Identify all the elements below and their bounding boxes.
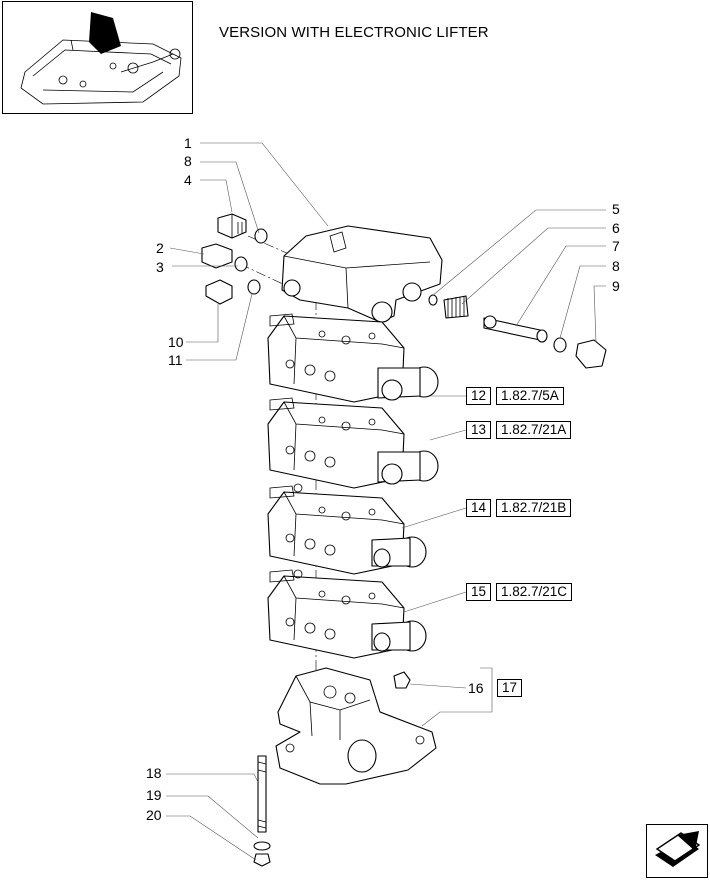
- stud-washer-nut: [253, 755, 271, 867]
- ref-number-12[interactable]: 12: [466, 387, 492, 405]
- callout-8-left: 8: [184, 153, 192, 169]
- valve-body-part: [281, 225, 443, 323]
- spool-section-4: [267, 569, 427, 659]
- callout-1: 1: [184, 135, 192, 151]
- page-title: VERSION WITH ELECTRONIC LIFTER: [219, 24, 489, 41]
- callout-7: 7: [612, 238, 620, 254]
- ref-number-17[interactable]: 17: [497, 679, 523, 697]
- callout-8-right: 8: [612, 258, 620, 274]
- ref-number-14[interactable]: 14: [466, 499, 492, 517]
- spool-section-1: [267, 313, 439, 403]
- tractor-lifter-thumbnail-icon: [20, 12, 182, 105]
- callout-16: 16: [468, 680, 484, 696]
- ref-link-12[interactable]: 1.82.7/5A: [496, 387, 564, 405]
- ref-number-13[interactable]: 13: [466, 421, 492, 439]
- callout-4: 4: [184, 172, 192, 188]
- callout-11: 11: [168, 352, 183, 368]
- arrow-graphic: [655, 831, 701, 867]
- next-page-arrow-icon[interactable]: [646, 824, 708, 878]
- base-housing: [275, 667, 437, 785]
- callout-5: 5: [612, 201, 620, 217]
- callout-18: 18: [146, 765, 162, 781]
- callout-20: 20: [146, 807, 162, 823]
- relief-valve-parts: [428, 294, 607, 369]
- callout-19: 19: [146, 787, 162, 803]
- leader-lines: [166, 142, 606, 861]
- spool-section-3: [267, 483, 427, 575]
- ref-link-15[interactable]: 1.82.7/21C: [496, 583, 573, 601]
- ref-link-14[interactable]: 1.82.7/21B: [496, 499, 572, 517]
- callout-6: 6: [612, 220, 620, 236]
- callout-2: 2: [156, 240, 164, 256]
- spool-section-2: [267, 397, 439, 489]
- callout-9: 9: [612, 278, 620, 294]
- ref-number-15[interactable]: 15: [466, 583, 492, 601]
- thumbnail-frame: [2, 1, 193, 114]
- ref-link-13[interactable]: 1.82.7/21A: [496, 421, 572, 439]
- left-fittings: [201, 213, 268, 305]
- callout-labels: 1 8 4 2 3 10 11 5 6 7 8 9 16 18 19 20: [146, 135, 620, 823]
- callout-10: 10: [168, 334, 184, 350]
- callout-3: 3: [156, 259, 164, 275]
